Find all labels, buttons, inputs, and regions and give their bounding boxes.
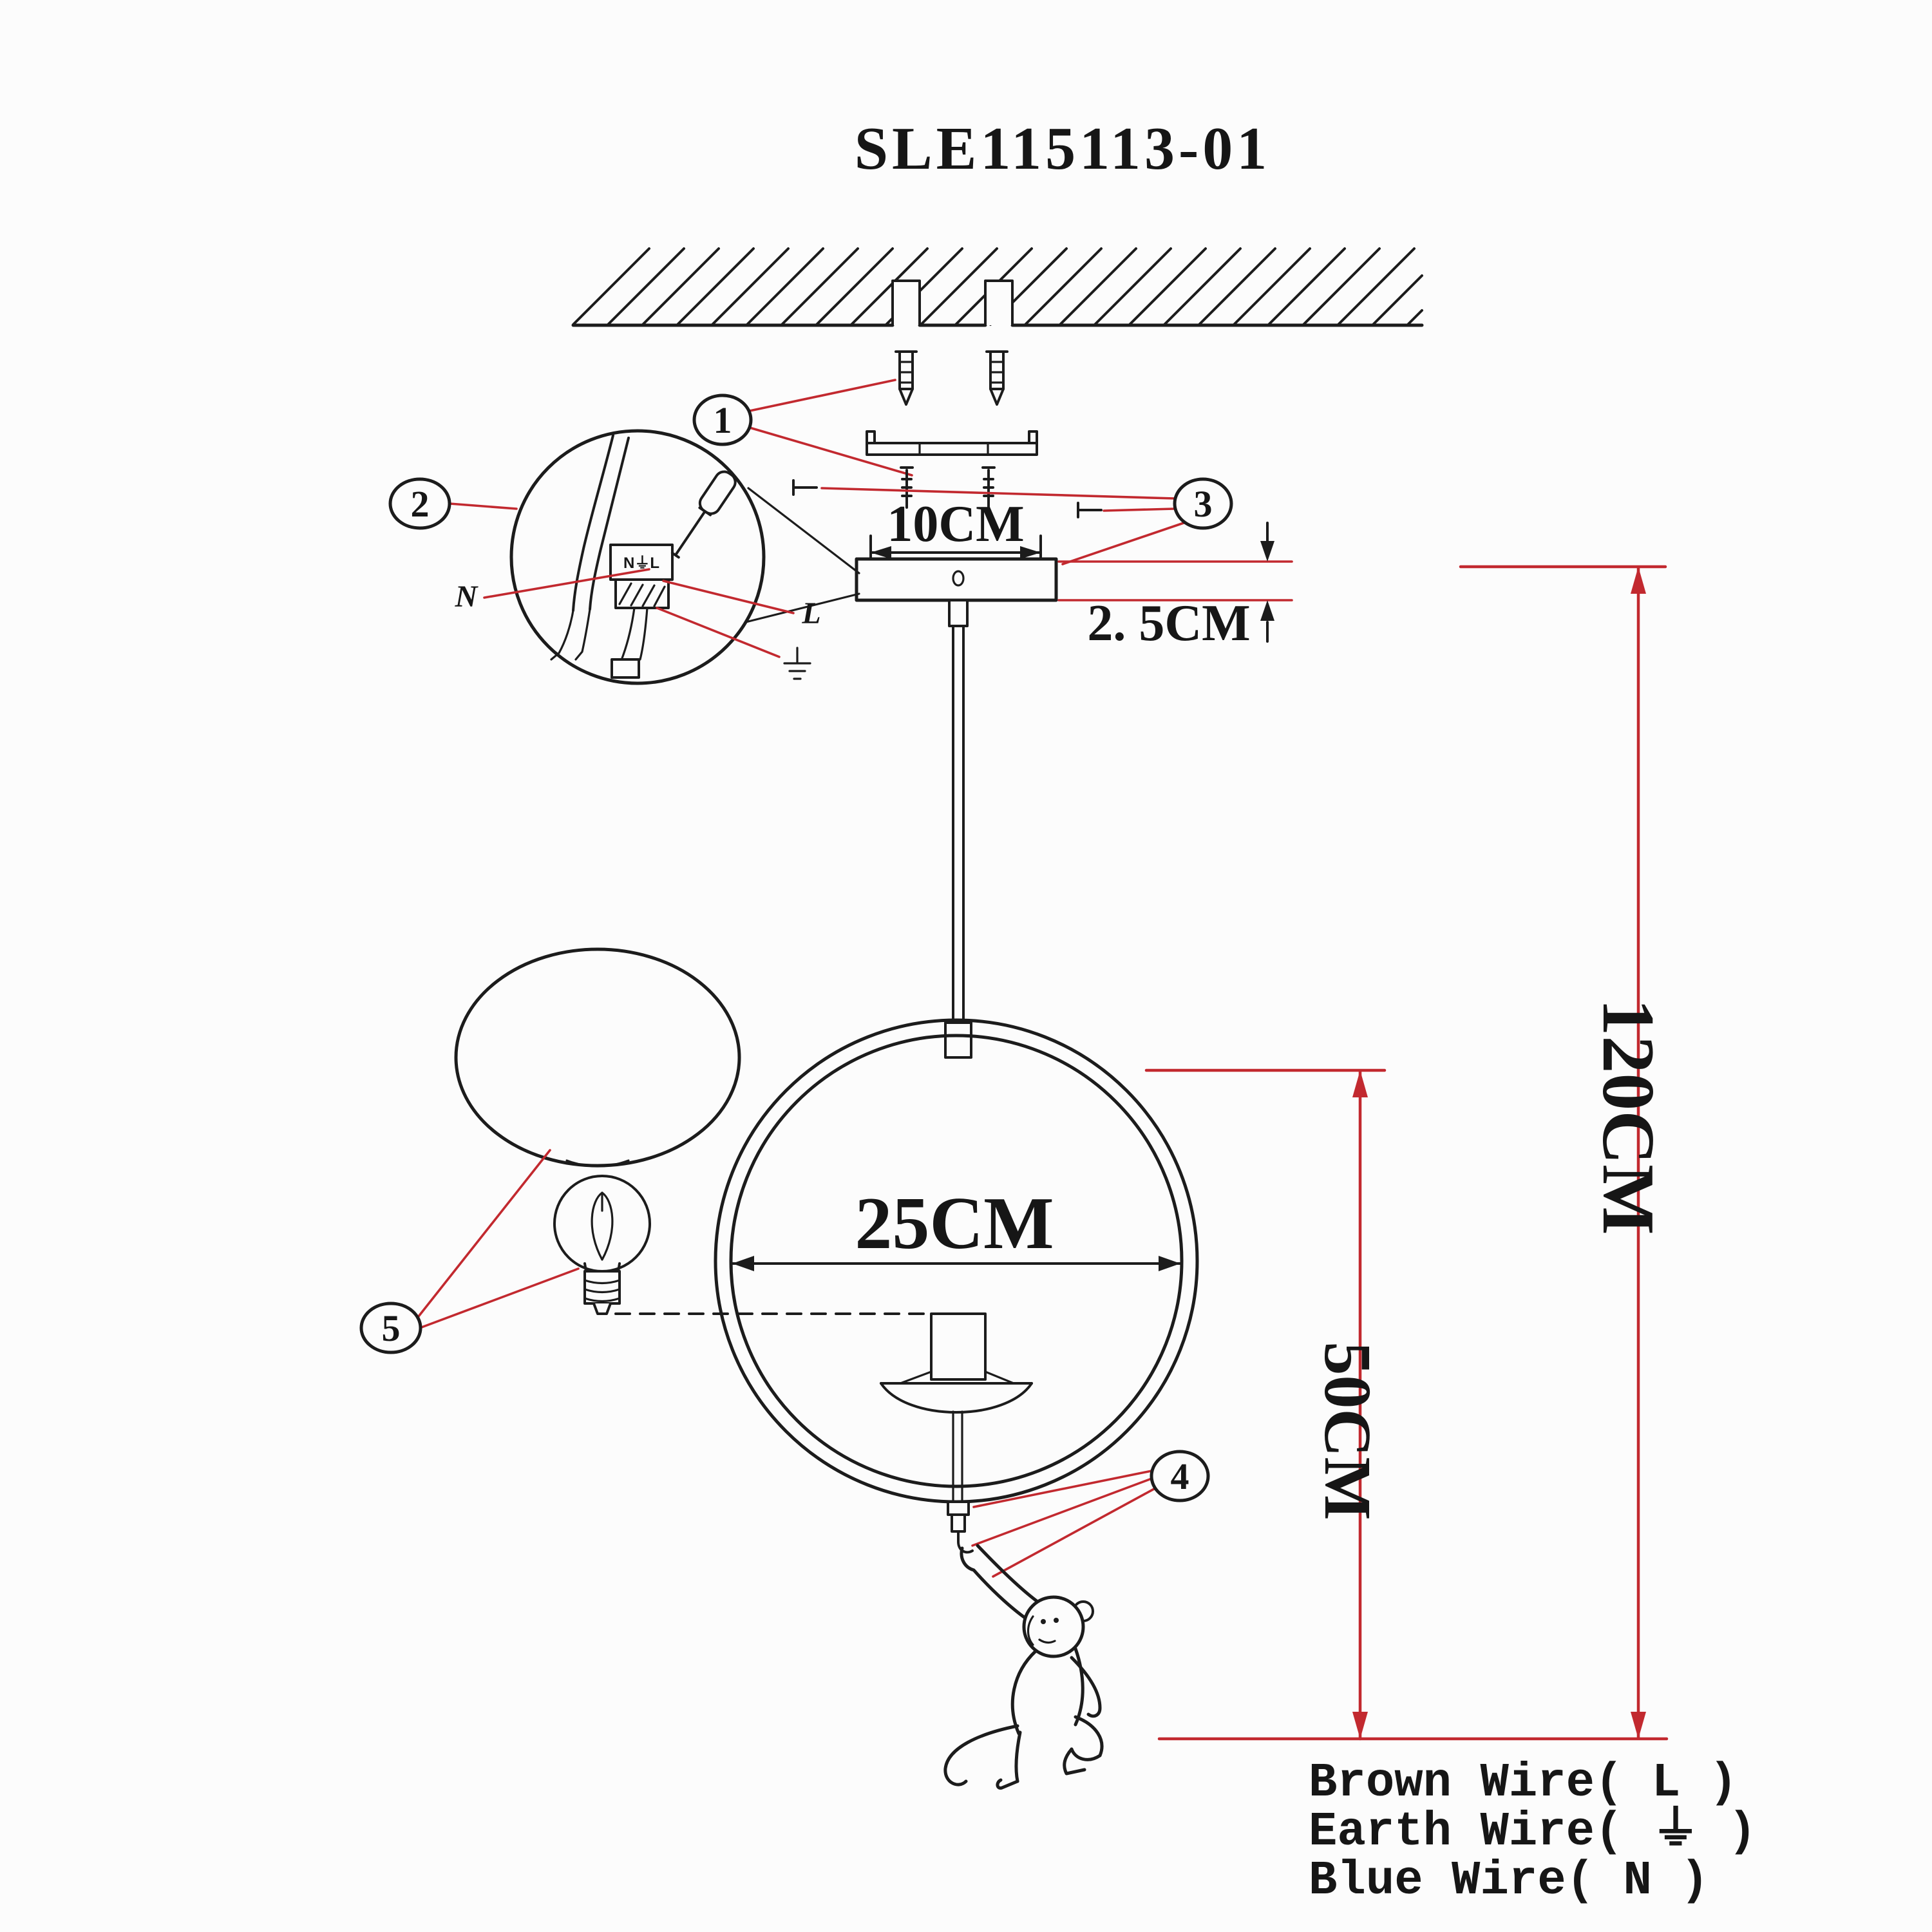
callout-1: 1 <box>692 379 913 477</box>
callout-3: 3 <box>820 477 1233 565</box>
supply-cable <box>550 434 630 661</box>
dimension-bracket-width: 10CM <box>869 496 1042 564</box>
monkey-figure <box>943 1544 1104 1790</box>
dimension-overall-drop-label: 120CM <box>1587 998 1669 1235</box>
terminal-block-label: N⏚L <box>623 554 659 572</box>
legend-earth-wire: Earth Wire( ⏚ ) <box>1309 1805 1757 1859</box>
dimension-ring-diameter-label: 25CM <box>855 1182 1054 1265</box>
dimension-ring-to-bottom-label: 50CM <box>1311 1341 1385 1520</box>
callout-5: 5 <box>359 1149 580 1354</box>
bottom-connector <box>947 1501 974 1554</box>
legend-blue-wire: Blue Wire( N ) <box>1309 1854 1709 1908</box>
neutral-wire-label: N <box>455 580 479 614</box>
mounting-bracket <box>866 430 1038 456</box>
monkey-head <box>1022 1595 1085 1658</box>
callout-2-label: 2 <box>411 483 430 525</box>
wall-anchor-right <box>985 350 1009 406</box>
callout-5-label: 5 <box>382 1307 401 1349</box>
ceiling-hatch <box>571 247 1424 327</box>
monkey-tail <box>943 1724 1019 1786</box>
dimension-ring-diameter: 25CM <box>731 1182 1182 1271</box>
legend-brown-wire: Brown Wire( L ) <box>1309 1756 1738 1810</box>
callout-4-label: 4 <box>1171 1455 1189 1497</box>
bulb-detail <box>553 1175 651 1315</box>
callout-4: 4 <box>971 1450 1210 1578</box>
side-screw-right <box>1077 502 1103 518</box>
drill-hole-right <box>984 279 1014 327</box>
earth-symbol-icon <box>783 647 811 680</box>
live-wire-label: L <box>801 596 820 630</box>
screwdriver-icon <box>670 470 737 559</box>
dimension-bracket-width-label: 10CM <box>887 496 1024 553</box>
wire-legend: Brown Wire( L ) Earth Wire( ⏚ ) Blue Wir… <box>1309 1756 1757 1908</box>
wall-anchor-left <box>895 350 918 406</box>
ceiling-canopy <box>855 557 1058 627</box>
dimension-ring-to-bottom: 50CM <box>1144 1068 1387 1741</box>
bracket-screw-left <box>900 466 914 509</box>
model-number-title: SLE115113-01 <box>855 115 1271 182</box>
lamp-socket-assembly <box>880 1312 1033 1502</box>
glass-shade-detail <box>454 947 741 1168</box>
drill-hole-left <box>891 279 921 327</box>
side-screw-left <box>792 479 818 496</box>
bracket-screw-right <box>981 466 996 509</box>
callout-2: 2 <box>388 477 518 530</box>
dimension-canopy-thickness-label: 2. 5CM <box>1087 595 1250 652</box>
dimension-overall-drop: 120CM <box>1157 565 1669 1741</box>
wiring-detail-bubble: N⏚L N L <box>455 429 860 685</box>
dimension-canopy-thickness: 2. 5CM <box>1057 522 1293 652</box>
suspension-rod <box>944 625 972 1059</box>
callout-3-label: 3 <box>1194 483 1213 525</box>
callout-1-label: 1 <box>714 399 732 441</box>
